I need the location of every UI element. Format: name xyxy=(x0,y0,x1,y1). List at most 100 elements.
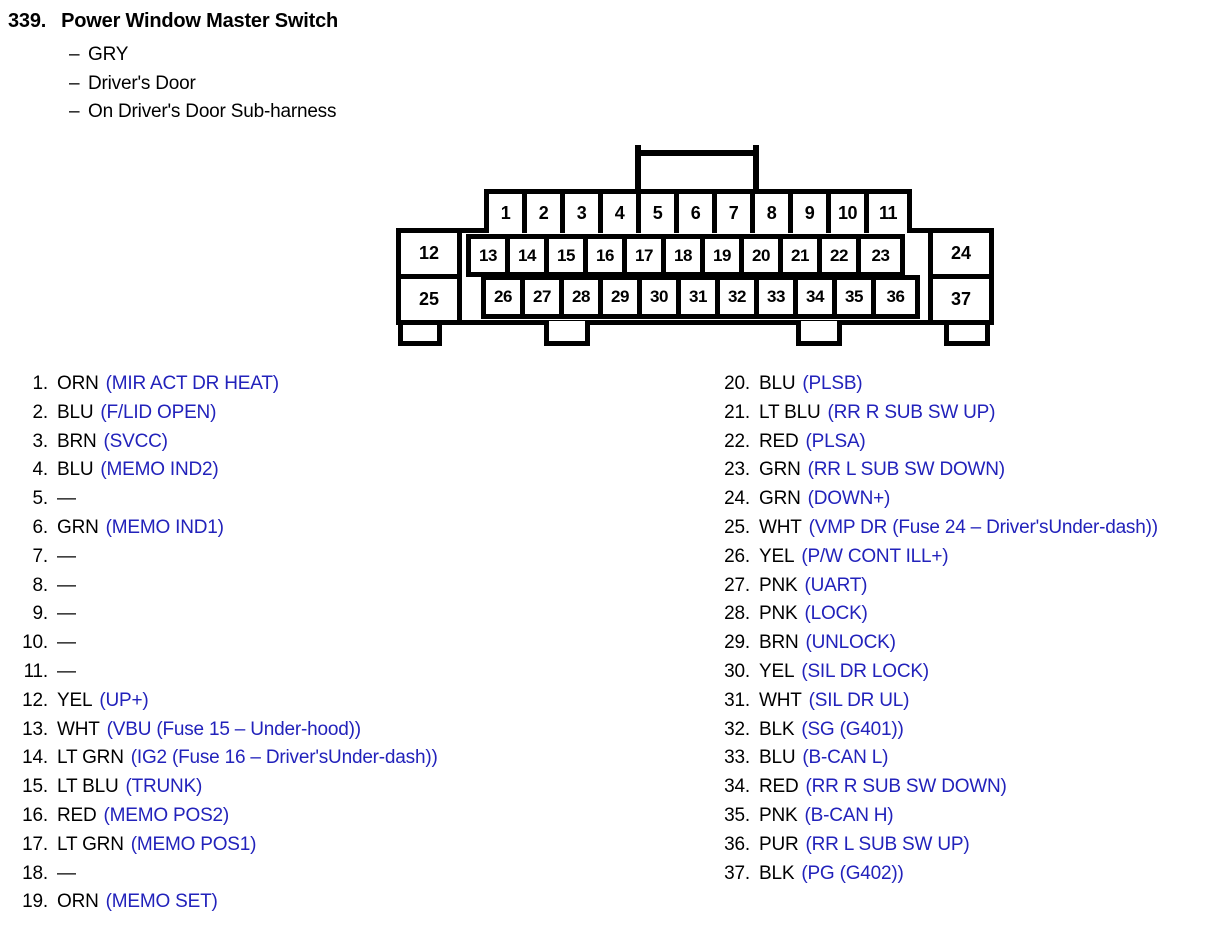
pin-signal-name: (RR L SUB SW UP) xyxy=(805,833,970,855)
connector-pin-4: 4 xyxy=(603,194,641,233)
pin-signal-name: (LOCK) xyxy=(804,603,868,625)
pin-entry: 20.BLU(PLSB) xyxy=(716,370,1230,399)
pin-signal-name: (UART) xyxy=(804,574,868,596)
pin-wire-color: BLU xyxy=(759,747,796,769)
pin-wire-color: WHT xyxy=(57,718,100,740)
pin-entry: 35.PNK(B-CAN H) xyxy=(716,802,1230,831)
connector-pin-1: 1 xyxy=(489,194,527,233)
pin-wire-color: BLU xyxy=(57,401,94,423)
connector-pin-19: 19 xyxy=(705,239,744,272)
pin-signal-name: (DOWN+) xyxy=(807,488,891,510)
pin-number: 15. xyxy=(22,776,48,798)
pin-entry: 2.BLU(F/LID OPEN) xyxy=(14,399,704,428)
dash-marker: – xyxy=(69,73,80,94)
pin-wire-color: LT BLU xyxy=(57,776,119,798)
pin-number: 13. xyxy=(22,718,48,740)
connector-pin-30: 30 xyxy=(642,280,681,314)
latch-post-left xyxy=(635,145,641,193)
pin-number: 19. xyxy=(22,891,48,913)
pin-number: 4. xyxy=(32,459,49,481)
pin-entry: 9.— xyxy=(14,600,704,629)
pin-empty-marker: — xyxy=(57,632,76,654)
pin-entry: 19.ORN(MEMO SET) xyxy=(14,888,704,917)
pin-signal-name: (MEMO SET) xyxy=(105,891,218,913)
dash-marker: – xyxy=(69,44,80,65)
pin-number: 33. xyxy=(724,747,750,769)
pin-entry: 31.WHT(SIL DR UL) xyxy=(716,687,1230,716)
pin-entry: 34.RED(RR R SUB SW DOWN) xyxy=(716,773,1230,802)
pin-signal-name: (PLSA) xyxy=(805,430,866,452)
connector-pin-18: 18 xyxy=(666,239,705,272)
subtitle-text: Driver's Door xyxy=(88,73,196,94)
pin-entry: 3.BRN(SVCC) xyxy=(14,428,704,457)
subtitle-location: –Driver's Door xyxy=(69,73,196,95)
pin-signal-name: (RR L SUB SW DOWN) xyxy=(807,459,1006,481)
subtitle-text: GRY xyxy=(88,44,129,65)
connector-pin-31: 31 xyxy=(681,280,720,314)
pin-signal-name: (IG2 (Fuse 16 – Driver'sUnder-dash)) xyxy=(130,747,438,769)
pin-number: 11. xyxy=(23,660,49,682)
mounting-tab xyxy=(944,321,990,346)
pin-number: 32. xyxy=(724,718,750,740)
pin-number: 10. xyxy=(22,632,48,654)
pin-entry: 37.BLK(PG (G402)) xyxy=(716,860,1230,889)
subtitle-harness: –On Driver's Door Sub-harness xyxy=(69,101,336,123)
pin-wire-color: RED xyxy=(57,804,97,826)
pin-entry: 23.GRN(RR L SUB SW DOWN) xyxy=(716,456,1230,485)
connector-pin-16: 16 xyxy=(588,239,627,272)
pin-signal-name: (PLSB) xyxy=(802,373,863,394)
pin-number: 37. xyxy=(724,862,750,884)
pin-wire-color: PNK xyxy=(759,804,798,826)
connector-pin-33: 33 xyxy=(759,280,798,314)
pin-number: 6. xyxy=(32,516,49,538)
pin-list-right-column: 20.BLU(PLSB)21.LT BLU(RR R SUB SW UP)22.… xyxy=(716,370,1230,888)
pin-signal-name: (SVCC) xyxy=(103,430,168,452)
mounting-tab xyxy=(796,321,842,346)
pin-wire-color: WHT xyxy=(759,516,802,538)
connector-title: Power Window Master Switch xyxy=(61,10,339,32)
connector-pin-2: 2 xyxy=(527,194,565,233)
pin-entry: 27.PNK(UART) xyxy=(716,572,1230,601)
pin-entry: 11. — xyxy=(14,658,704,687)
pin-entry: 6.GRN(MEMO IND1) xyxy=(14,514,704,543)
pin-number: 16. xyxy=(22,804,48,826)
pin-entry: 12.YEL(UP+) xyxy=(14,687,704,716)
pin-signal-name: (B-CAN L) xyxy=(802,747,889,769)
pin-signal-name: (MEMO IND2) xyxy=(100,459,219,481)
pin-number: 34. xyxy=(724,776,750,798)
connector-pin-24: 24 xyxy=(933,233,989,279)
pin-signal-name: (F/LID OPEN) xyxy=(100,401,217,423)
pin-empty-marker: — xyxy=(57,862,76,884)
pin-signal-name: (MEMO POS2) xyxy=(103,804,230,826)
pin-wire-color: YEL xyxy=(759,660,795,682)
subtitle-text: On Driver's Door Sub-harness xyxy=(88,101,337,122)
pin-empty-marker: — xyxy=(57,660,76,682)
pin-entry: 14.LT GRN(IG2 (Fuse 16 – Driver'sUnder-d… xyxy=(14,744,704,773)
pin-number: 18. xyxy=(22,862,48,884)
latch-post-right xyxy=(753,145,759,193)
pin-signal-name: (B-CAN H) xyxy=(804,804,894,826)
pin-number: 25. xyxy=(724,516,750,538)
connector-pin-26: 26 xyxy=(486,280,525,314)
mounting-tab xyxy=(544,321,590,346)
connector-pin-6: 6 xyxy=(679,194,717,233)
subtitle-wire-color: –GRY xyxy=(69,44,128,66)
pin-signal-name: (RR R SUB SW DOWN) xyxy=(805,776,1007,798)
connector-pin-15: 15 xyxy=(549,239,588,272)
pin-entry: 5.— xyxy=(14,485,704,514)
connector-pin-10: 10 xyxy=(831,194,869,233)
connector-pin-11: 11 xyxy=(869,194,907,233)
pin-number: 1. xyxy=(32,373,49,394)
connector-pin-20: 20 xyxy=(744,239,783,272)
pin-entry: 4.BLU(MEMO IND2) xyxy=(14,456,704,485)
connector-number: 339. xyxy=(8,10,47,32)
pin-wire-color: BLK xyxy=(759,718,795,740)
connector-pin-25: 25 xyxy=(401,279,457,320)
pin-number: 29. xyxy=(724,632,750,654)
pin-entry: 17.LT GRN(MEMO POS1) xyxy=(14,831,704,860)
pin-wire-color: BLU xyxy=(759,373,796,394)
pin-number: 26. xyxy=(724,545,750,567)
